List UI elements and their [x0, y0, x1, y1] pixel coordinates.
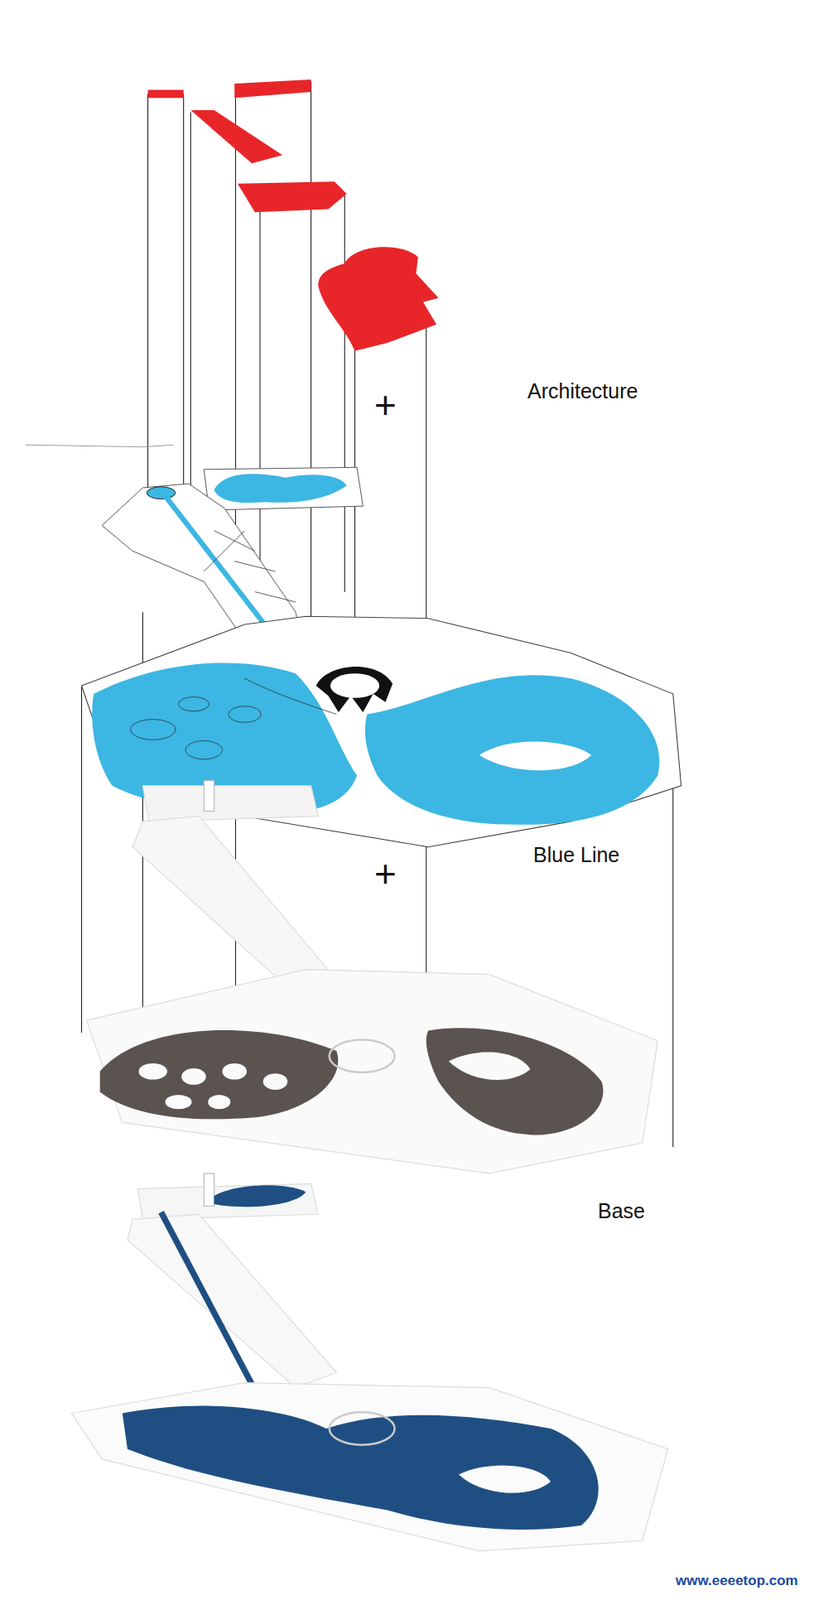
architecture-shapes — [148, 79, 439, 352]
layer-label: Base — [597, 1198, 646, 1223]
base-model — [86, 780, 659, 1174]
blue-line-plan — [25, 444, 682, 847]
plus-sign: + — [374, 851, 397, 896]
layer-label: Blue Line — [533, 842, 620, 867]
combined-model — [71, 1173, 668, 1551]
plus-sign: + — [374, 382, 397, 428]
layer-label: Architecture — [527, 379, 638, 404]
watermark: www.eeeetop.com — [675, 1572, 799, 1589]
